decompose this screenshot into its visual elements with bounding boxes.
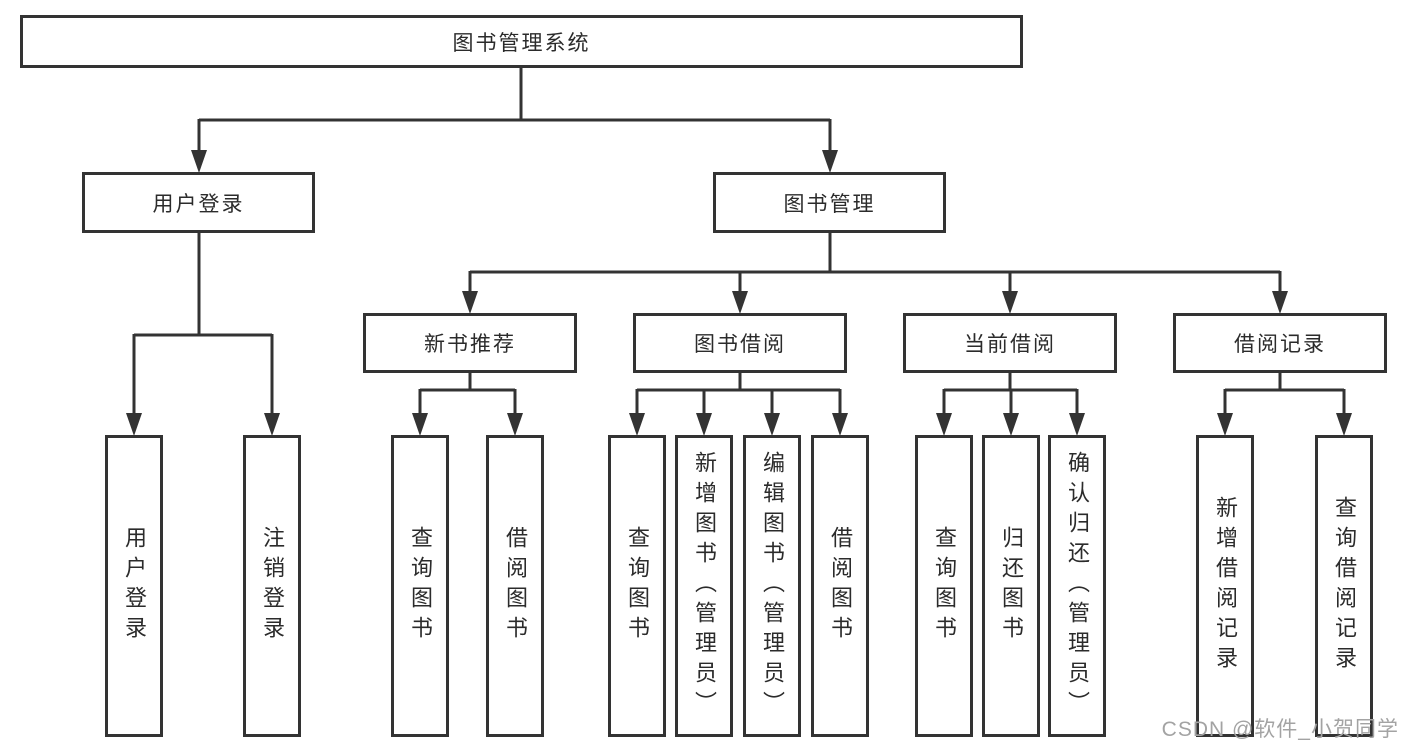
- node-label: 图书管理系统: [452, 31, 591, 55]
- node-label: 借阅图书: [828, 526, 853, 646]
- node-label: 借阅图书: [503, 526, 528, 646]
- leaf-add-books-admin: 新增图书（管理员）: [675, 435, 733, 737]
- leaf-logout: 注销登录: [243, 435, 301, 737]
- node-label: 查询图书: [932, 526, 957, 646]
- node-label: 用户登录: [122, 526, 147, 646]
- leaf-return-books: 归还图书: [982, 435, 1040, 737]
- node-label: 归还图书: [999, 526, 1024, 646]
- node-label: 查询借阅记录: [1332, 496, 1357, 676]
- node-label: 注销登录: [260, 526, 285, 646]
- node-label: 确认归还（管理员）: [1065, 451, 1090, 721]
- leaf-borrow-books-recommend: 借阅图书: [486, 435, 544, 737]
- leaf-user-login: 用户登录: [105, 435, 163, 737]
- node-label: 当前借阅: [964, 333, 1056, 356]
- leaf-query-borrow-record: 查询借阅记录: [1315, 435, 1373, 737]
- node-new-book-recommend: 新书推荐: [363, 313, 577, 373]
- node-book-management: 图书管理: [713, 172, 946, 233]
- csdn-watermark: CSDN @软件_小贺同学: [1161, 718, 1399, 741]
- leaf-borrow-books: 借阅图书: [811, 435, 869, 737]
- node-label: 用户登录: [152, 192, 245, 216]
- arrow-down-icons: [126, 150, 1352, 436]
- node-current-borrow: 当前借阅: [903, 313, 1117, 373]
- leaf-query-books-current: 查询图书: [915, 435, 973, 737]
- leaf-edit-books-admin: 编辑图书（管理员）: [743, 435, 801, 737]
- node-label: 查询图书: [625, 526, 650, 646]
- node-book-borrow: 图书借阅: [633, 313, 847, 373]
- node-label: 编辑图书（管理员）: [760, 451, 785, 721]
- node-label: 查询图书: [408, 526, 433, 646]
- node-label: 新增图书（管理员）: [692, 451, 717, 721]
- node-library-management-system: 图书管理系统: [20, 15, 1023, 68]
- node-user-login: 用户登录: [82, 172, 315, 233]
- node-label: 图书借阅: [694, 333, 786, 356]
- node-label: 图书管理: [783, 192, 876, 216]
- leaf-confirm-return-admin: 确认归还（管理员）: [1048, 435, 1106, 737]
- leaf-add-borrow-record: 新增借阅记录: [1196, 435, 1254, 737]
- leaf-query-books-recommend: 查询图书: [391, 435, 449, 737]
- node-label: 新增借阅记录: [1213, 496, 1238, 676]
- node-label: 新书推荐: [424, 333, 516, 356]
- node-label: 借阅记录: [1234, 333, 1326, 356]
- node-borrow-record: 借阅记录: [1173, 313, 1387, 373]
- leaf-query-books-borrow: 查询图书: [608, 435, 666, 737]
